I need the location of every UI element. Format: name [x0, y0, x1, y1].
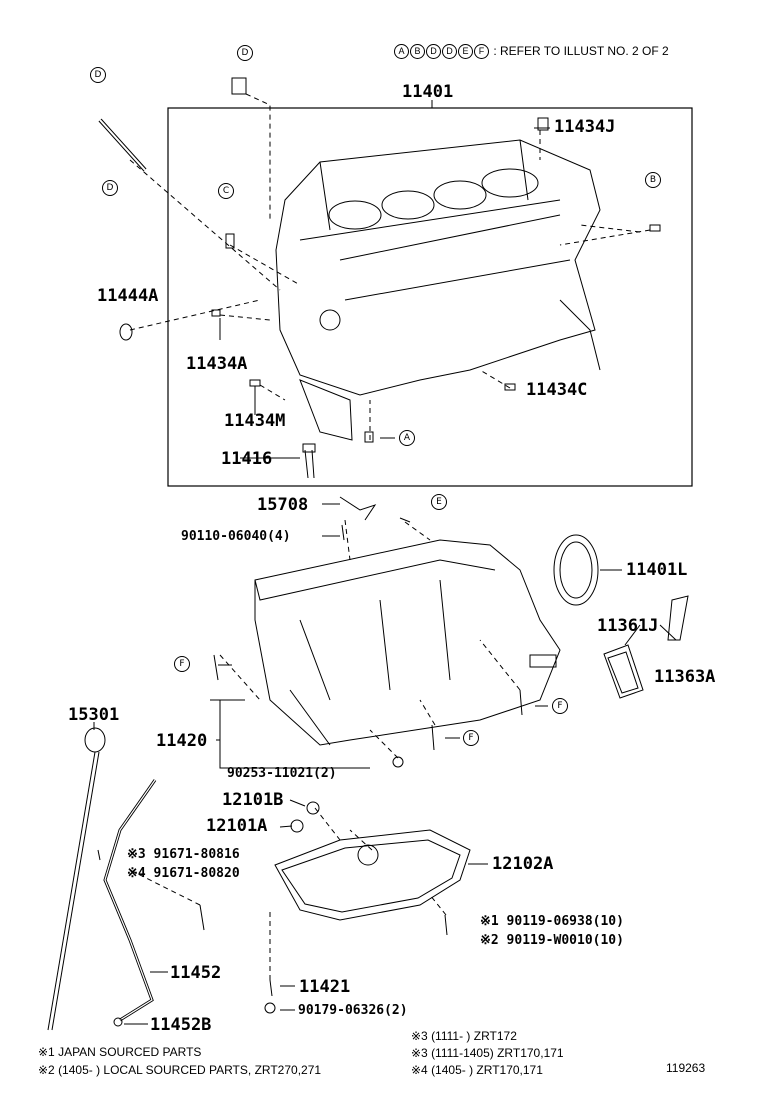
note-zrt172: ※3 (1111- ) ZRT172: [411, 1029, 517, 1043]
ref-d2: D: [442, 44, 457, 60]
part-91671-80820[interactable]: ※4 91671-80820: [127, 866, 240, 881]
part-15301[interactable]: 15301: [68, 705, 120, 725]
callout-d-lower: D: [102, 180, 118, 196]
illustration-number: 119263: [666, 1061, 706, 1075]
part-91671-80816[interactable]: ※3 91671-80816: [127, 847, 240, 862]
callout-b: B: [645, 172, 661, 188]
plate-11363a: [667, 595, 689, 641]
part-11361j[interactable]: 11361J: [597, 616, 659, 636]
callout-f-right: F: [552, 698, 568, 714]
part-11452[interactable]: 11452: [170, 963, 222, 983]
part-11434j[interactable]: 11434J: [554, 117, 616, 137]
lower-crankcase: [254, 539, 561, 746]
part-11434c[interactable]: 11434C: [526, 380, 588, 400]
callout-a: A: [399, 430, 415, 446]
note-japan-sourced: ※1 JAPAN SOURCED PARTS: [38, 1045, 202, 1059]
callout-f-left: F: [174, 656, 190, 672]
note-local-sourced: ※2 (1405- ) LOCAL SOURCED PARTS, ZRT270,…: [38, 1063, 322, 1077]
gasket-11361j: [603, 644, 644, 699]
rear-oil-seal: [553, 534, 599, 606]
callout-e: E: [431, 494, 447, 510]
part-15708[interactable]: 15708: [257, 495, 309, 515]
part-90119-w0010[interactable]: ※2 90119-W0010(10): [480, 933, 624, 948]
part-12101a[interactable]: 12101A: [206, 816, 268, 836]
part-11416[interactable]: 11416: [221, 449, 273, 469]
ref-d1: D: [426, 44, 441, 60]
ref-e: E: [458, 44, 473, 60]
dipstick: [47, 727, 106, 1031]
ref-a: A: [394, 44, 409, 60]
callout-d-left: D: [90, 67, 106, 83]
cylinder-block: [275, 139, 601, 441]
part-11421[interactable]: 11421: [299, 977, 351, 997]
note-zrt170-171-b: ※4 (1405- ) ZRT170,171: [411, 1063, 543, 1077]
part-11363a[interactable]: 11363A: [654, 667, 716, 687]
callout-f-bottom: F: [463, 730, 479, 746]
part-11420[interactable]: 11420: [156, 731, 208, 751]
leader-lines-solid: [93, 127, 677, 1025]
callout-d-top: D: [237, 45, 253, 61]
leader-lines-dashed: [129, 93, 651, 980]
part-90253-11021[interactable]: 90253-11021(2): [227, 766, 337, 781]
part-11444a[interactable]: 11444A: [97, 286, 159, 306]
ref-f: F: [474, 44, 489, 60]
part-12102a[interactable]: 12102A: [492, 854, 554, 874]
part-90179-06326[interactable]: 90179-06326(2): [298, 1003, 408, 1018]
oil-pan: [274, 829, 471, 921]
part-11401l[interactable]: 11401L: [626, 560, 688, 580]
callout-c: C: [218, 183, 234, 199]
part-11401[interactable]: 11401: [402, 82, 454, 102]
part-90119-06938[interactable]: ※1 90119-06938(10): [480, 914, 624, 929]
note-zrt170-171-a: ※3 (1111-1405) ZRT170,171: [411, 1046, 564, 1060]
part-11434m[interactable]: 11434M: [224, 411, 286, 431]
block-group-frame: [167, 107, 693, 487]
part-12101b[interactable]: 12101B: [222, 790, 284, 810]
reference-legend-text: : REFER TO ILLUST NO. 2 OF 2: [493, 44, 669, 58]
ref-b: B: [410, 44, 425, 60]
part-90110-06040[interactable]: 90110-06040(4): [181, 529, 291, 544]
part-11452b[interactable]: 11452B: [150, 1015, 212, 1035]
part-11434a[interactable]: 11434A: [186, 354, 248, 374]
